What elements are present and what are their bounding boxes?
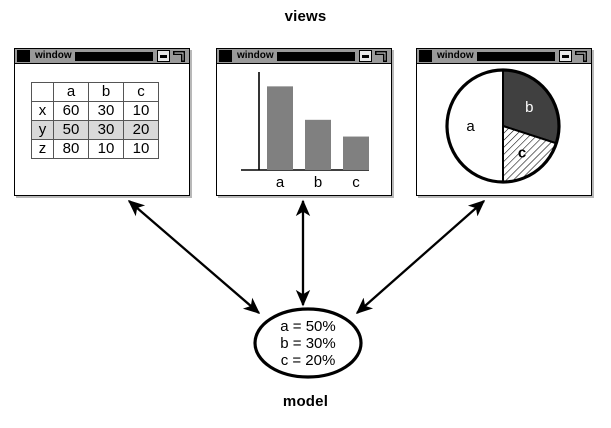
table-cell-y-b: 30 <box>88 120 124 140</box>
titlebar-stripe <box>276 51 355 61</box>
maximize-icon[interactable] <box>574 50 588 62</box>
titlebar-bars[interactable]: window <box>217 49 391 64</box>
titlebar-pie[interactable]: window <box>417 49 591 64</box>
pie-chart-outline <box>445 68 561 184</box>
table-header-row: a b c <box>31 82 159 102</box>
window-table-view[interactable]: window a b c x 60 <box>14 48 190 196</box>
table-cell-y-a: 50 <box>53 120 89 140</box>
bar-c <box>343 136 369 170</box>
table-model-link <box>127 200 261 314</box>
table-col-header-b: b <box>88 82 124 102</box>
table-row-label-x: x <box>31 101 54 121</box>
table-cell-x-b: 30 <box>88 101 124 121</box>
model-line-a: a = 50% <box>280 317 336 335</box>
table-row[interactable]: z 80 10 10 <box>31 139 159 159</box>
window-title-bars: window <box>237 50 274 61</box>
table-cell-x-c: 10 <box>123 101 159 121</box>
table-row-selected[interactable]: y 50 30 20 <box>31 120 159 140</box>
pie-model-link <box>355 200 486 314</box>
model-values: a = 50% b = 30% c = 20% <box>253 307 363 379</box>
minimize-icon[interactable] <box>359 50 372 62</box>
table-row[interactable]: x 60 30 10 <box>31 101 159 121</box>
table-cell-z-c: 10 <box>123 139 159 159</box>
table-row-label-y: y <box>31 120 54 140</box>
table-cell-z-a: 80 <box>53 139 89 159</box>
model-line-b: b = 30% <box>280 334 336 352</box>
bar-label-b: b <box>314 174 322 191</box>
titlebar-stripe <box>74 51 153 61</box>
minimize-icon[interactable] <box>157 50 170 62</box>
system-menu-icon[interactable] <box>17 50 30 62</box>
pie-chart-slice-labels: b c a <box>466 99 533 161</box>
window-pie-chart-view[interactable]: window b c a <box>416 48 592 196</box>
model-ellipse <box>253 307 363 379</box>
model-line-c: c = 20% <box>280 351 336 369</box>
window-body-bars: a b c <box>217 64 391 195</box>
pie-label-b: b <box>525 99 533 116</box>
model-heading: model <box>282 393 329 410</box>
window-bar-chart-view[interactable]: window a b c <box>216 48 392 196</box>
maximize-icon[interactable] <box>172 50 186 62</box>
bar-a <box>267 86 293 170</box>
pie-chart: b c a <box>445 68 561 184</box>
views-heading: views <box>284 8 327 25</box>
model-node[interactable]: a = 50% b = 30% c = 20% <box>253 307 363 379</box>
window-title-table: window <box>35 50 72 61</box>
bar-chart-bars <box>267 86 369 170</box>
system-menu-icon[interactable] <box>219 50 232 62</box>
table-col-header-c: c <box>123 82 159 102</box>
table-cell-x-a: 60 <box>53 101 89 121</box>
table-cell-y-c: 20 <box>123 120 159 140</box>
pie-slice-a <box>446 68 504 184</box>
data-table: a b c x 60 30 10 y 50 30 20 <box>31 82 159 159</box>
bar-label-a: a <box>276 174 285 191</box>
window-body-table: a b c x 60 30 10 y 50 30 20 <box>15 64 189 195</box>
minimize-icon[interactable] <box>559 50 572 62</box>
table-row-label-z: z <box>31 139 54 159</box>
titlebar-stripe <box>476 51 555 61</box>
table-corner-cell <box>31 82 54 102</box>
bar-label-c: c <box>352 174 360 191</box>
table-col-header-a: a <box>53 82 89 102</box>
window-title-pie: window <box>437 50 474 61</box>
titlebar-table[interactable]: window <box>15 49 189 64</box>
system-menu-icon[interactable] <box>419 50 432 62</box>
pie-label-c: c <box>518 144 526 161</box>
bar-chart-tick-labels: a b c <box>276 174 360 191</box>
table-cell-z-b: 10 <box>88 139 124 159</box>
bar-b <box>305 119 331 170</box>
bar-chart: a b c <box>241 72 369 191</box>
pie-label-a: a <box>466 118 475 135</box>
window-body-pie: b c a <box>417 64 591 195</box>
maximize-icon[interactable] <box>374 50 388 62</box>
